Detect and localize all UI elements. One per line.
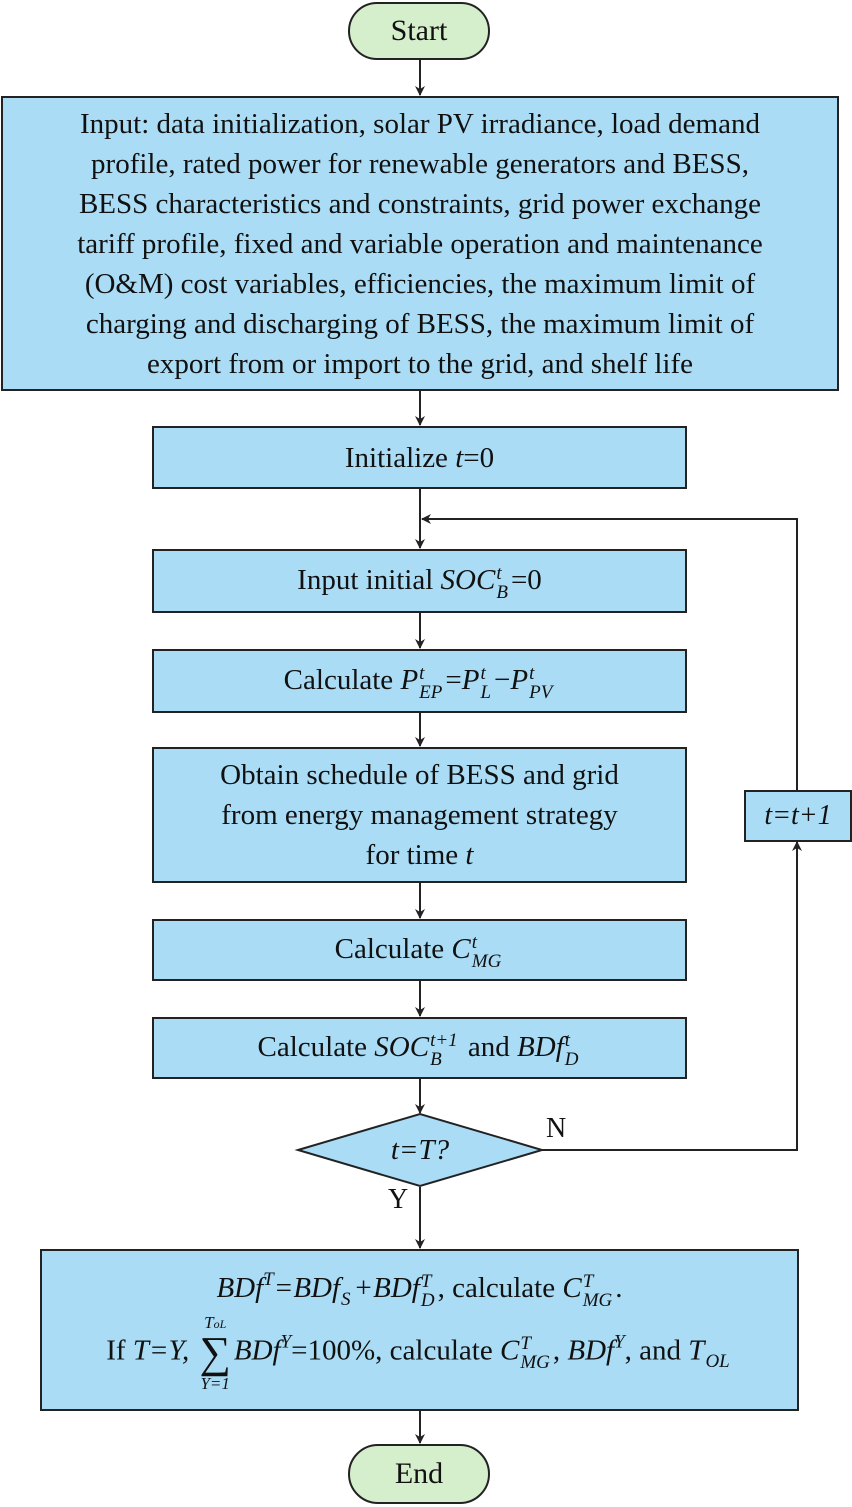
input-text: Input: data initialization, solar PV irr… <box>77 104 763 384</box>
schedule-text: Obtain schedule of BESS and grid from en… <box>220 755 619 875</box>
input-line: profile, rated power for renewable gener… <box>91 147 749 180</box>
end-node: End <box>348 1444 490 1504</box>
schedule-line: for time t <box>365 839 474 871</box>
input-line: tariff profile, fixed and variable opera… <box>77 227 763 260</box>
initialize-text: Initialize t=0 <box>344 441 495 474</box>
loop-update-box: t=t+1 <box>744 790 852 842</box>
label-yes: Y <box>388 1184 409 1215</box>
start-node: Start <box>348 2 490 60</box>
input-line: charging and discharging of BESS, the ma… <box>85 307 755 340</box>
label-no: N <box>546 1113 567 1144</box>
loop-no-branch <box>540 841 802 1151</box>
schedule-box: Obtain schedule of BESS and grid from en… <box>152 747 687 883</box>
start-label: Start <box>390 14 448 47</box>
input-line: (O&M) cost variables, efficiencies, the … <box>84 267 756 300</box>
input-line: export from or import to the grid, and s… <box>146 347 694 380</box>
schedule-line: from energy management strategy <box>221 799 618 831</box>
input-line: BESS characteristics and constraints, gr… <box>78 187 762 220</box>
end-label: End <box>394 1457 444 1490</box>
initialize-box: Initialize t=0 <box>152 426 687 489</box>
input-line: Input: data initialization, solar PV irr… <box>80 107 760 140</box>
decision-label: t=T? <box>390 1134 450 1166</box>
loop-update-text: t=t+1 <box>764 800 832 831</box>
input-box: Input: data initialization, solar PV irr… <box>1 96 839 391</box>
loop-return <box>421 514 798 790</box>
decision-diamond <box>294 1112 546 1188</box>
schedule-line: Obtain schedule of BESS and grid <box>220 759 619 791</box>
summation: ToL∑Y=1 <box>199 1312 231 1393</box>
